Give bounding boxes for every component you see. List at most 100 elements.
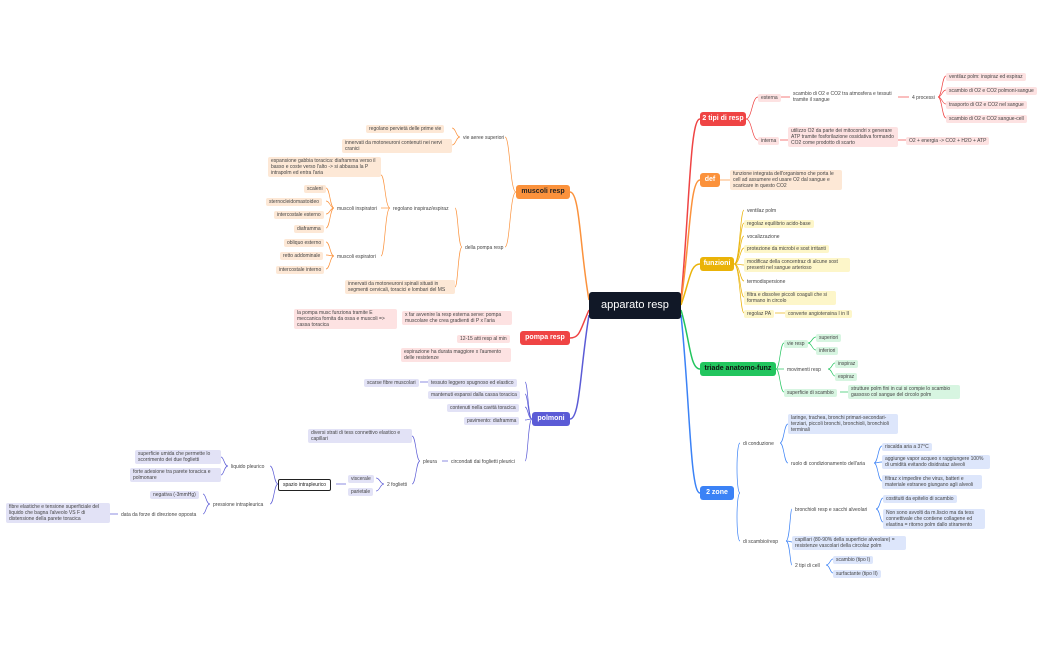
node-vie-resp[interactable]: vie resp (784, 340, 808, 348)
node-ruolo-2[interactable]: aggiunge vapor acqueo x raggiungere 100%… (882, 455, 990, 469)
node-superficie[interactable]: superficie di scambio (784, 389, 837, 397)
node-processo-2[interactable]: scambio di O2 e CO2 polmoni-sangue (946, 87, 1037, 95)
node-pressione[interactable]: pressione intrapleurica (213, 502, 264, 508)
node-innervati-cranici[interactable]: innervati da motoneuroni contenuti nei n… (342, 139, 452, 153)
node-foglietti[interactable]: 2 foglietti (387, 482, 408, 488)
node-funz-3[interactable]: vocalizzazione (747, 234, 780, 240)
topic-funzioni[interactable]: funzioni (700, 257, 734, 271)
node-4-processi[interactable]: 4 processi (912, 95, 935, 101)
node-bronchioli-1[interactable]: costituiti da epitelio di scambio (883, 495, 957, 503)
node-processo-3[interactable]: trasporto di O2 e CO2 nel sangue (946, 101, 1027, 109)
node-esterna-desc[interactable]: scambio di O2 e CO2 tra atmosfera e tess… (793, 91, 892, 103)
node-interna[interactable]: interna (758, 137, 780, 145)
edge-def (680, 179, 701, 303)
edge-muscoli (569, 191, 590, 301)
node-funz-1[interactable]: ventilaz polm (747, 208, 777, 214)
node-liquido-1[interactable]: superficie umida che permette lo scorrim… (135, 450, 221, 464)
node-bronchioli[interactable]: bronchioli resp e sacchi alveolari (795, 507, 868, 513)
node-funz-2[interactable]: regolaz equilibrio acido-base (744, 220, 814, 228)
node-liquido[interactable]: liquido pleurico (231, 464, 265, 470)
node-capillari[interactable]: capillari (80-90% della superficie alveo… (792, 536, 906, 550)
node-mantenuti[interactable]: mantenuti espansi dalla cassa toracica (428, 391, 520, 399)
node-movimenti[interactable]: movimenti resp (787, 367, 821, 373)
topic-triade[interactable]: triade anatomo-funz (700, 362, 776, 376)
node-espansione[interactable]: espansione gabbia toracica: diaframma ve… (268, 157, 381, 177)
central-topic[interactable]: apparato resp (589, 292, 681, 319)
node-superiori[interactable]: superiori (816, 334, 842, 342)
node-diaframma[interactable]: diaframma (294, 225, 324, 233)
node-processo-4[interactable]: scambio di O2 e CO2 sangue-cell (946, 115, 1027, 123)
node-formula[interactable]: O2 + energia -> CO2 + H2O + ATP (906, 137, 990, 145)
node-int-interno[interactable]: intercostale interno (276, 266, 325, 274)
node-vie-aeree[interactable]: vie aeree superiori (463, 135, 505, 141)
node-negativa[interactable]: negativa (-3mmHg) (150, 491, 199, 499)
node-innervati-spinali[interactable]: innervati da motoneuroni spinali situati… (345, 280, 455, 294)
edge-polmoni (569, 314, 590, 420)
node-pavimento[interactable]: pavimento: diaframma (464, 417, 520, 425)
node-superficie-desc[interactable]: strutture polm fini in cui si compie lo … (848, 385, 960, 399)
node-funz-8[interactable]: regolaz PA (744, 310, 775, 318)
node-circondati[interactable]: circondati dai foglietti pleurici (451, 459, 515, 465)
node-bronchioli-2[interactable]: Non sono avvolti da m.liscio ma da tess … (883, 509, 985, 529)
node-funz-4[interactable]: protezione da microbi e sost irritanti (744, 245, 829, 253)
node-pompa-desc-left[interactable]: la pompa musc funziona tramite E meccani… (294, 309, 397, 329)
node-parietale[interactable]: parietale (348, 488, 374, 496)
node-atti[interactable]: 12-15 atti resp al min (457, 335, 510, 343)
node-ruolo[interactable]: ruolo di condizionamento dell'aria (791, 461, 866, 467)
node-pompa-resp-musc[interactable]: della pompa resp (465, 245, 504, 251)
node-tipi-cell[interactable]: 2 tipi di cell (795, 563, 820, 569)
node-regolano-perv[interactable]: regolano pervietà delle prime vie (366, 125, 445, 133)
edge-triade (680, 309, 701, 370)
node-scarse[interactable]: scarse fibre muscolari (364, 379, 419, 387)
node-cell-2[interactable]: surfactante (tipo II) (833, 570, 881, 578)
node-cell-1[interactable]: scambio (tipo I) (833, 556, 874, 564)
node-scambio[interactable]: di scambio/resp (743, 539, 779, 545)
node-obliquo[interactable]: obliquo esterno (284, 239, 325, 247)
node-funz-5[interactable]: modificaz della concentraz di alcune sos… (744, 258, 850, 272)
node-esterna[interactable]: esterna (758, 94, 781, 102)
node-espiraz[interactable]: espiraz (835, 373, 858, 381)
node-muscoli-espiratori[interactable]: muscoli espiratori (337, 254, 376, 260)
node-inspiraz[interactable]: inspiraz (835, 360, 859, 368)
node-int-esterno[interactable]: intercostale esterno (274, 211, 324, 219)
node-inferiori[interactable]: inferiori (816, 347, 839, 355)
topic-def[interactable]: def (700, 173, 720, 187)
node-liquido-2[interactable]: forte adesione tra parete toracica e pol… (130, 468, 221, 482)
topic-tipi-resp[interactable]: 2 tipi di resp (700, 112, 746, 126)
node-ruolo-1[interactable]: riscalda aria a 37°C (882, 443, 932, 451)
node-spazio[interactable]: spazio intrapleurico (278, 479, 332, 491)
edge-pompa (569, 309, 590, 339)
node-retto[interactable]: retto addominale (280, 252, 324, 260)
node-def-text[interactable]: funzione integrata dell'organismo che po… (730, 170, 842, 190)
node-tessuto[interactable]: tessuto leggero spugnoso ed elastico (428, 379, 517, 387)
topic-zone[interactable]: 2 zone (700, 486, 734, 500)
node-funz-6[interactable]: termodispersione (747, 279, 786, 285)
node-viscerale[interactable]: viscerale (348, 475, 374, 483)
node-espirazione[interactable]: espirazione ha durata maggiore x l'aumen… (401, 348, 511, 362)
node-funz-7[interactable]: filtra e dissolve piccoli coaguli che si… (744, 291, 836, 305)
node-diversi[interactable]: diversi strati di tess connettivo elasti… (308, 429, 412, 443)
topic-pompa[interactable]: pompa resp (520, 331, 570, 345)
node-muscoli-inspiratori[interactable]: muscoli inspiratori (337, 206, 378, 212)
node-interna-desc[interactable]: utilizzo O2 da parte dei mitocondri x ge… (788, 127, 898, 147)
node-forze[interactable]: data da forze di direzione opposta (121, 512, 197, 518)
node-fibre[interactable]: fibre elastiche e tensione superficiale … (6, 503, 110, 523)
node-processo-1[interactable]: ventilaz polm: inspiraz ed espiraz (946, 73, 1026, 81)
node-pompa-desc[interactable]: x far avvenire la resp esterna serve: po… (402, 311, 512, 325)
node-conduzione-desc[interactable]: laringe, trachea, bronchi primari-second… (788, 414, 898, 434)
edge-zone (680, 314, 701, 494)
edge-tipi (680, 118, 701, 301)
node-sterno[interactable]: sternocleidomastoideo (266, 198, 323, 206)
node-conduzione[interactable]: di conduzione (743, 441, 774, 447)
node-pleura[interactable]: pleura (423, 459, 437, 465)
topic-muscoli[interactable]: muscoli resp (516, 185, 570, 199)
node-contenuti[interactable]: contenuti nella cavità toracica (447, 404, 519, 412)
node-funz-8b[interactable]: converte angiotensina I in II (785, 310, 853, 318)
edge-funzioni (680, 263, 701, 306)
node-ruolo-3[interactable]: filtraz x impedire che virus, batteri e … (882, 475, 982, 489)
topic-polmoni[interactable]: polmoni (532, 412, 570, 426)
node-scaleni[interactable]: scaleni (304, 185, 326, 193)
node-regolano-insp[interactable]: regolano inspiraz/espiraz (393, 206, 449, 212)
